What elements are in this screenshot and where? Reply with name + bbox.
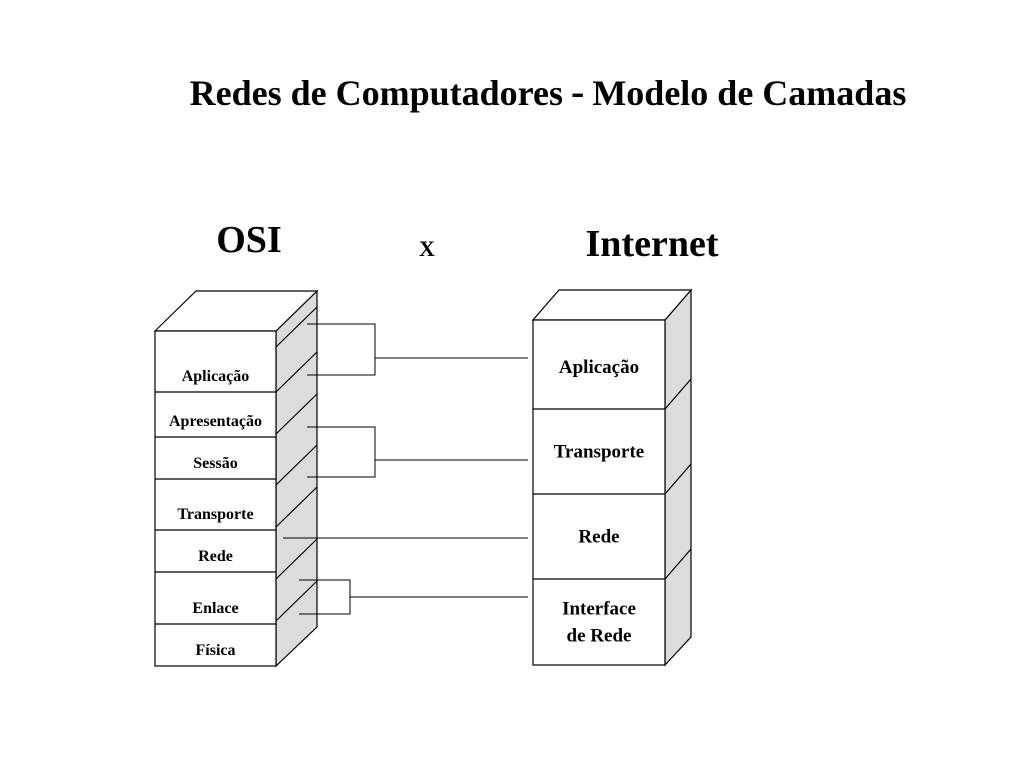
internet-layer-interface-de-rede: Interface de Rede xyxy=(562,599,636,647)
versus-label: X xyxy=(419,236,435,261)
internet-side-divider xyxy=(664,378,692,410)
osi-layer-aplicacao: Aplicação xyxy=(182,368,250,385)
internet-stack-top-face xyxy=(531,289,693,321)
internet-layer-label-line: Interface xyxy=(562,599,636,620)
connector-application-group xyxy=(307,323,376,376)
osi-side-divider xyxy=(275,393,318,435)
internet-layer-label-line: Aplicação xyxy=(559,357,639,378)
osi-layer-apresentacao: Apresentação xyxy=(169,413,262,430)
internet-stack-front-face xyxy=(532,319,666,666)
osi-stack: AplicaçãoApresentaçãoSessãoTransporteRed… xyxy=(153,289,319,668)
internet-side-divider xyxy=(664,548,692,580)
title-main: Redes de Computadores xyxy=(189,73,563,113)
osi-layer-labels: AplicaçãoApresentaçãoSessãoTransporteRed… xyxy=(169,368,262,659)
osi-side-divider xyxy=(275,444,318,486)
osi-layer-transporte: Transporte xyxy=(177,506,253,523)
osi-layer-rede: Rede xyxy=(198,548,233,565)
osi-layer-dividers xyxy=(155,306,318,625)
osi-layer-enlace: Enlace xyxy=(192,600,238,617)
osi-layer-sessao: Sessão xyxy=(193,455,237,472)
osi-heading: OSI xyxy=(216,219,281,261)
internet-heading: Internet xyxy=(586,223,719,265)
title-subtitle: Modelo de Camadas xyxy=(592,73,907,113)
internet-layer-label-line: Transporte xyxy=(554,442,644,463)
internet-layer-label-line: Rede xyxy=(578,527,619,548)
layer-mapping-connectors xyxy=(283,323,528,615)
osi-side-divider xyxy=(275,580,318,622)
internet-layer-rede: Rede xyxy=(578,527,619,548)
slide-title: Redes de Computadores-Modelo de Camadas xyxy=(0,68,1024,115)
internet-side-divider xyxy=(664,463,692,495)
osi-side-divider xyxy=(275,486,318,528)
osi-side-divider xyxy=(275,538,318,580)
osi-layer-fisica: Física xyxy=(196,642,236,659)
internet-layer-label-line: de Rede xyxy=(567,626,632,647)
internet-layer-transporte: Transporte xyxy=(554,442,644,463)
internet-stack-side-face xyxy=(664,288,692,667)
title-separator: - xyxy=(571,69,585,114)
osi-stack-front-face xyxy=(154,330,277,667)
internet-layer-dividers xyxy=(533,378,692,580)
connector-transport-group xyxy=(307,426,376,478)
internet-layer-aplicacao: Aplicação xyxy=(559,357,639,378)
osi-side-divider xyxy=(275,351,318,393)
osi-side-divider xyxy=(275,306,318,348)
